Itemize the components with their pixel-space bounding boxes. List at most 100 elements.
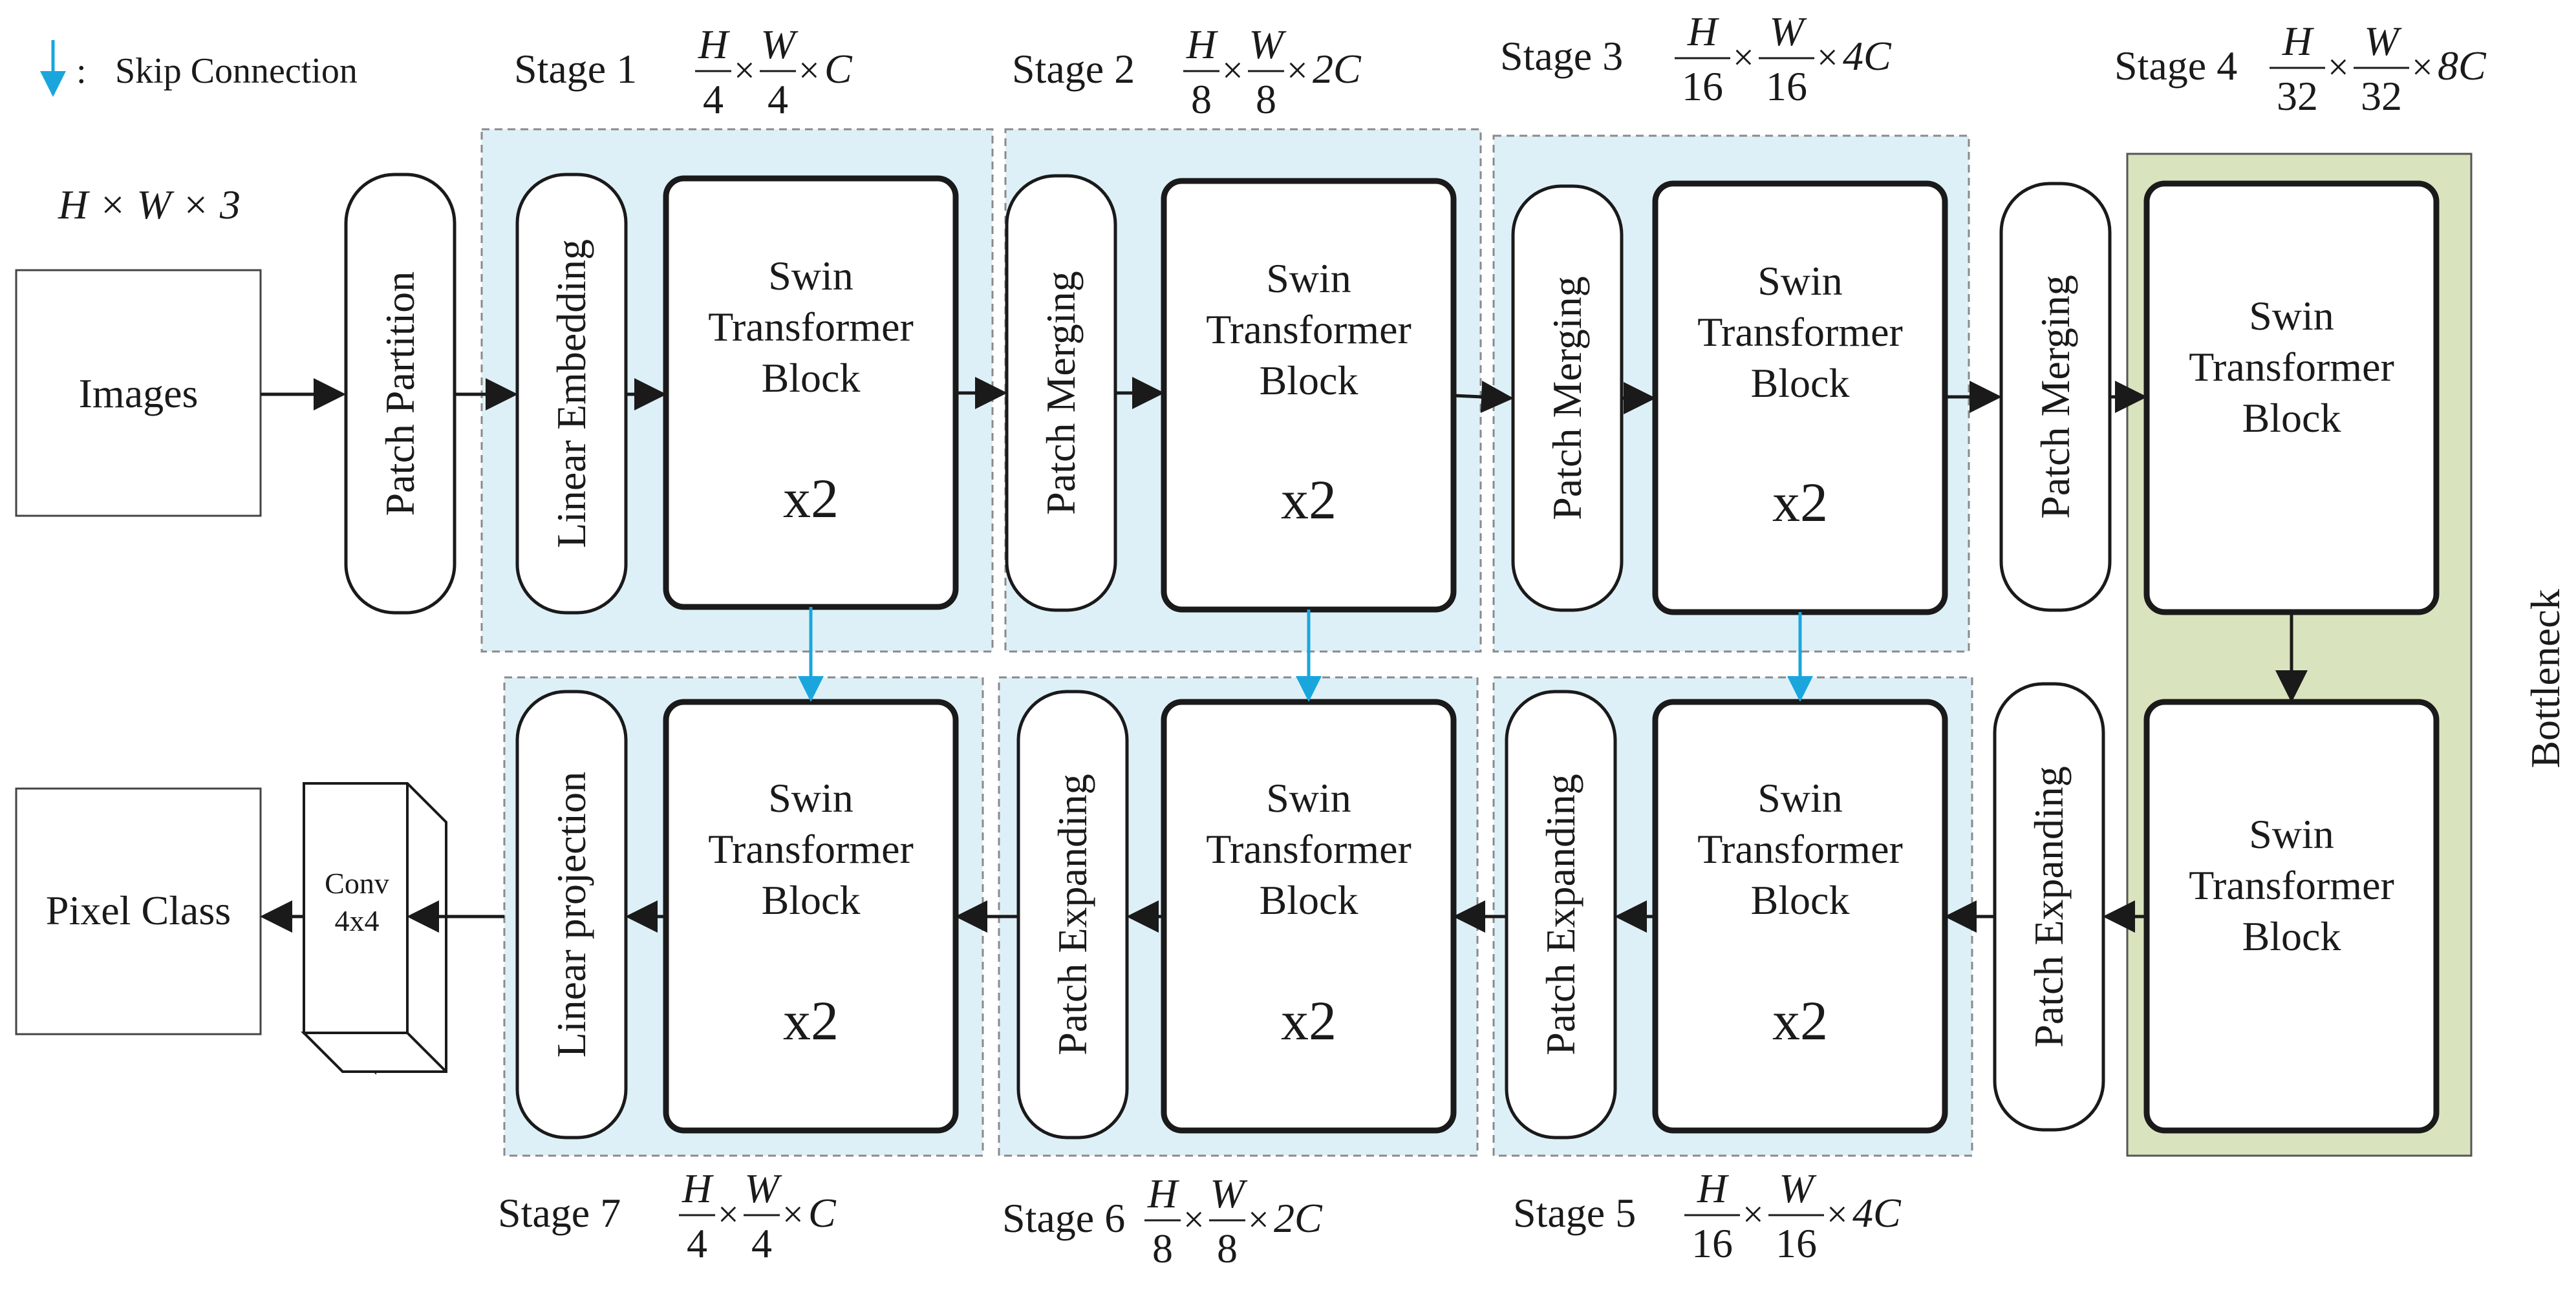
stage6-width-numerator: W [1210, 1171, 1248, 1216]
stage2-times-sign-2: × [1287, 49, 1308, 91]
patch-expanding-label-stage5: Patch Expanding [1538, 774, 1583, 1055]
arrow-swin2-to-merging3 [1453, 380, 1514, 413]
stage1-label: Stage 1 [514, 46, 637, 92]
swin-label-line2: Transformer [708, 304, 914, 350]
swin-label-line2: Transformer [708, 826, 914, 872]
stage3-times-sign-1: × [1733, 36, 1754, 78]
stage3-times-sign-2: × [1817, 36, 1838, 78]
stage5-channels: 4C [1852, 1190, 1902, 1236]
patch-merging-label-stage3: Patch Merging [1544, 276, 1590, 520]
linear-embedding-label: Linear Embedding [548, 239, 594, 548]
swin-label-line2: Transformer [1206, 826, 1411, 872]
conv-label-line1: Conv [325, 867, 389, 900]
stage7-channels: C [808, 1190, 837, 1236]
stage7-times-sign-2: × [782, 1193, 804, 1235]
stage2-width-denominator: 8 [1256, 76, 1276, 122]
stage2-times-sign-1: × [1222, 49, 1243, 91]
swin-label-line1: Swin [2249, 811, 2334, 857]
stage5-times-sign-1: × [1743, 1193, 1764, 1235]
stage6-annotation: Stage 6H8×W8×2C [1002, 1171, 1323, 1271]
swin-label-line3: Block [762, 355, 861, 401]
swin-label-line3: Block [2242, 913, 2341, 959]
images-label: Images [79, 370, 199, 416]
stage5-times-sign-2: × [1827, 1193, 1848, 1235]
stage1-times-sign-1: × [734, 49, 755, 91]
stage6-width-denominator: 8 [1217, 1225, 1238, 1271]
stage2-annotation: Stage 2H8×W8×2C [1012, 21, 1362, 122]
patch-partition-label: Patch Partition [377, 271, 423, 516]
stage7-width-denominator: 4 [751, 1220, 772, 1266]
stage3-height-denominator: 16 [1682, 63, 1723, 109]
stage4-width-denominator: 32 [2361, 73, 2402, 119]
swin-repeat-label: x2 [1281, 469, 1336, 531]
input-dims: H × W × 3 [58, 182, 241, 228]
stage4-times-sign-1: × [2328, 46, 2349, 88]
stage1-annotation: Stage 1H4×W4×C [514, 21, 853, 122]
stage7-height-denominator: 4 [687, 1220, 707, 1266]
bottleneck-label: Bottleneck [2522, 589, 2568, 768]
stage4-times-sign-2: × [2412, 46, 2433, 88]
linear-projection-label: Linear projection [548, 772, 594, 1057]
swin-block-stage3: Swin Transformer Block x2 [1652, 180, 1948, 615]
stage2-label: Stage 2 [1012, 46, 1135, 92]
stage6-times-sign-2: × [1248, 1198, 1269, 1240]
stage6-label: Stage 6 [1002, 1195, 1125, 1241]
stage7-label: Stage 7 [498, 1190, 621, 1236]
conv-edge-4 [406, 1032, 447, 1073]
stage7-width-numerator: W [744, 1165, 782, 1211]
swin-label-line3: Block [1751, 877, 1850, 923]
stage6-height-numerator: H [1147, 1171, 1180, 1216]
swin-label-line2: Transformer [2189, 862, 2394, 908]
stage1-width-numerator: W [760, 21, 799, 67]
swin-block-stage1: Swin Transformer Block x2 [663, 175, 959, 610]
swin-label-line3: Block [1260, 357, 1358, 403]
stage1-height-numerator: H [698, 21, 731, 67]
stage7-height-numerator: H [682, 1165, 714, 1211]
stage1-times-sign-2: × [799, 49, 820, 91]
swin-block-bottleneck-top: Swin Transformer Block [2143, 180, 2440, 615]
stage4-height-numerator: H [2282, 18, 2315, 64]
stage3-channels: 4C [1843, 33, 1892, 79]
swin-repeat-label: x2 [783, 990, 839, 1052]
stage7-annotation: Stage 7H4×W4×C [498, 1165, 837, 1266]
stage3-label: Stage 3 [1500, 33, 1623, 79]
stage2-width-numerator: W [1249, 21, 1287, 67]
stage1-height-denominator: 4 [703, 76, 724, 122]
stage6-channels: 2C [1274, 1195, 1323, 1241]
swin-block-stage5: Swin Transformer Block x2 [1652, 699, 1948, 1134]
stage6-times-sign-1: × [1183, 1198, 1205, 1240]
stage4-channels: 8C [2438, 43, 2487, 89]
swin-label-line3: Block [1751, 360, 1850, 406]
stage2-height-denominator: 8 [1191, 76, 1212, 122]
images-box [15, 269, 262, 517]
swin-repeat-label: x2 [783, 467, 839, 529]
input-dims-label: H × W × 3 [58, 182, 241, 228]
swin-label-line2: Transformer [1697, 826, 1903, 872]
stage2-channels: 2C [1313, 46, 1362, 92]
stage4-height-denominator: 32 [2277, 73, 2318, 119]
swin-repeat-label: x2 [1281, 990, 1336, 1052]
swin-label-line3: Block [762, 877, 861, 923]
stage6-height-denominator: 8 [1152, 1225, 1173, 1271]
swin-label-line1: Swin [1266, 255, 1351, 301]
swin-label-line1: Swin [768, 775, 853, 821]
patch-merging-label-stage4: Patch Merging [2032, 275, 2078, 518]
conv-label-line2: 4x4 [335, 904, 380, 937]
swin-label-line1: Swin [1757, 258, 1843, 304]
stage1-width-denominator: 4 [767, 76, 788, 122]
stage5-width-numerator: W [1779, 1165, 1817, 1211]
stage5-width-denominator: 16 [1776, 1220, 1817, 1266]
swin-label-line1: Swin [2249, 293, 2334, 339]
stage5-label: Stage 5 [1513, 1190, 1636, 1236]
patch-expanding-label-stage6: Patch Expanding [1049, 774, 1095, 1055]
legend-label: Skip Connection [115, 51, 358, 91]
swin-repeat-label: x2 [1772, 471, 1828, 533]
skip-connections [798, 607, 1813, 702]
swin-repeat-label: x2 [1772, 990, 1828, 1052]
swin-block-stage2: Swin Transformer Block x2 [1161, 178, 1457, 613]
swin-label-line3: Block [1260, 877, 1358, 923]
swin-label-line1: Swin [1757, 775, 1843, 821]
swin-block-stage7: Swin Transformer Block x2 [663, 699, 959, 1134]
